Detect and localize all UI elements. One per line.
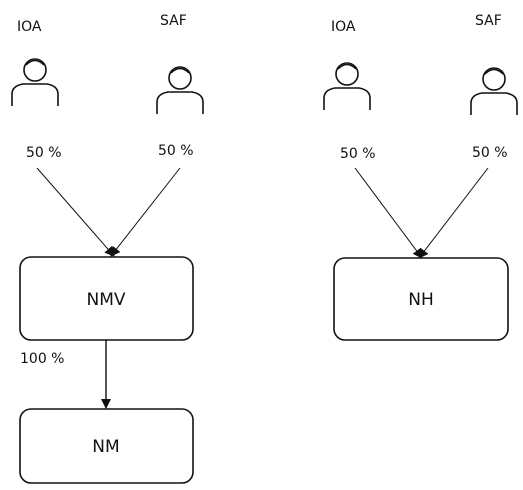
share-label: 100 % bbox=[20, 351, 65, 367]
share-label: 50 % bbox=[340, 146, 376, 162]
ownership-arrow bbox=[354, 167, 423, 259]
ownership-arrow bbox=[36, 167, 115, 257]
ownership-arrow bbox=[418, 167, 489, 259]
entity-box-nh bbox=[333, 257, 509, 341]
share-label: 50 % bbox=[158, 143, 194, 159]
person-icon bbox=[323, 62, 371, 110]
entity-label-nmv: NMV bbox=[86, 290, 125, 310]
owner-name: SAF bbox=[475, 13, 502, 29]
share-label: 50 % bbox=[472, 145, 508, 161]
entity-box-nmv bbox=[19, 256, 194, 341]
entity-label-nh: NH bbox=[408, 290, 434, 310]
person-icon bbox=[470, 67, 518, 115]
owner-name: IOA bbox=[331, 19, 356, 35]
share-label: 50 % bbox=[26, 145, 62, 161]
owner-name: SAF bbox=[160, 13, 187, 29]
person-icon bbox=[11, 58, 59, 106]
entity-label-nm: NM bbox=[92, 437, 119, 457]
person-icon bbox=[156, 66, 204, 114]
ownership-arrow bbox=[110, 167, 181, 257]
entity-box-nm bbox=[19, 408, 194, 484]
owner-name: IOA bbox=[17, 19, 42, 35]
